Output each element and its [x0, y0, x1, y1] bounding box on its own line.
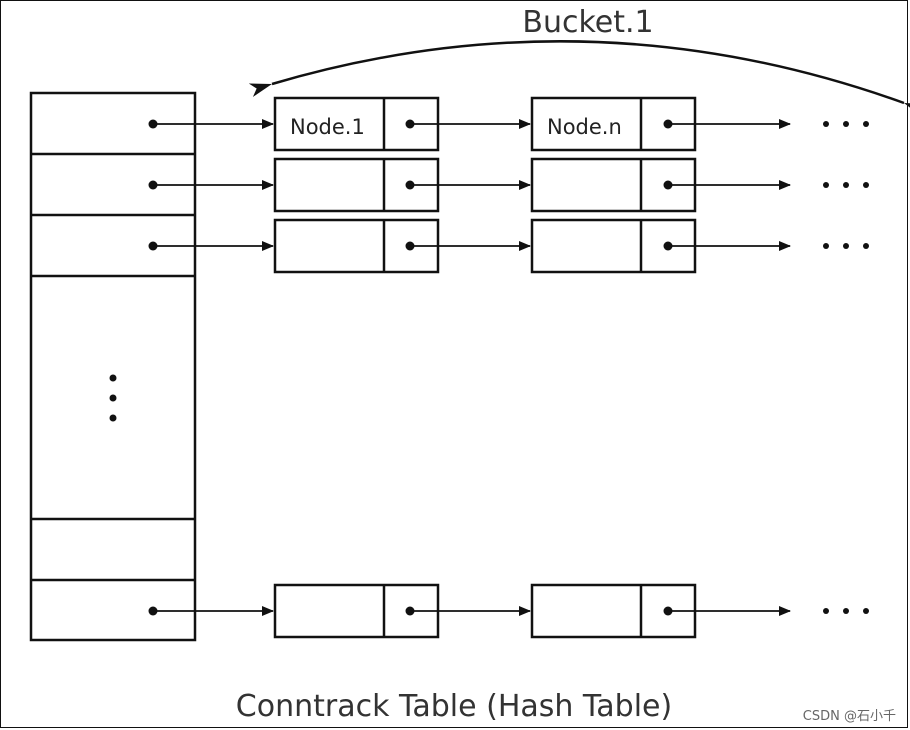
continuation-dot	[823, 182, 829, 188]
node-1-label: Node.1	[290, 115, 365, 139]
continuation-dot	[863, 243, 869, 249]
continuation-dot	[863, 121, 869, 127]
continuation-dot	[843, 182, 849, 188]
hash-table-vertical-ellipsis	[109, 374, 117, 422]
continuation-dot	[823, 608, 829, 614]
diagram-caption: Conntrack Table (Hash Table)	[236, 689, 672, 724]
bucket-span-arc	[248, 40, 910, 118]
node-n-label: Node.n	[547, 115, 622, 139]
continuation-dot	[823, 121, 829, 127]
bucket-label: Bucket.1	[522, 5, 653, 40]
bucket-row	[148, 583, 869, 639]
bucket-row	[148, 96, 869, 152]
continuation-dot	[863, 182, 869, 188]
watermark: CSDN @石小千	[802, 709, 896, 724]
continuation-dot	[823, 243, 829, 249]
bucket-row	[148, 218, 869, 274]
hash-table-column	[29, 91, 197, 642]
continuation-dot	[843, 121, 849, 127]
bucket-row	[148, 157, 869, 213]
continuation-dot	[863, 608, 869, 614]
continuation-dot	[843, 608, 849, 614]
continuation-dot	[843, 243, 849, 249]
